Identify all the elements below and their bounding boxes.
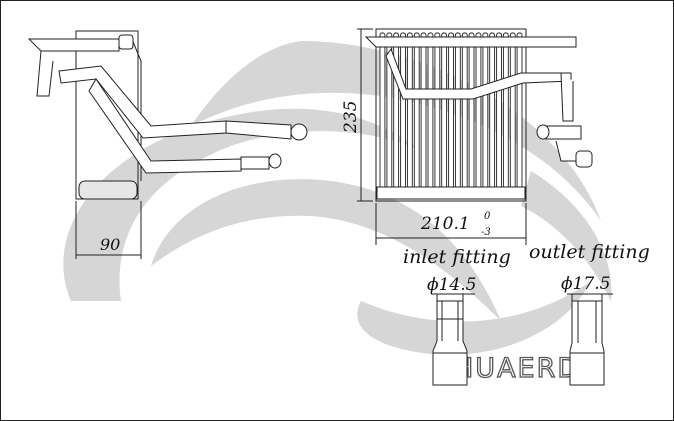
upper-fitting <box>290 123 308 141</box>
fin-tube <box>454 32 461 198</box>
fin-tube <box>489 32 496 198</box>
outlet-fitting-detail: ϕ17.5 <box>561 274 613 386</box>
inlet-tube <box>432 300 468 386</box>
fin-tube <box>468 32 475 198</box>
fin-tube <box>434 32 441 198</box>
fin-tube <box>379 32 386 198</box>
depth-dimension: 90 <box>100 235 120 254</box>
outlet-pipe-stub <box>545 125 582 140</box>
inlet-diameter: ϕ14.5 <box>427 275 476 295</box>
fin-tube <box>516 32 523 198</box>
fin-tube <box>502 32 509 198</box>
core-bottom-tank <box>376 186 526 200</box>
core-side-edge <box>130 36 142 181</box>
lower-line-end <box>240 156 270 170</box>
core-side-bottom <box>78 180 138 200</box>
fin-tube <box>441 32 448 198</box>
core-front-frame <box>375 28 527 202</box>
fitting-block <box>575 150 593 168</box>
fin-tube <box>406 32 413 198</box>
front-view: 235 210.1 0 -3 <box>341 28 593 245</box>
fin-tube <box>461 32 468 198</box>
upper-line-pipe <box>58 65 227 139</box>
fin-tube <box>427 32 434 198</box>
fin-tube <box>496 32 502 198</box>
outlet-stub-end <box>536 124 550 140</box>
fin-tube <box>413 32 420 198</box>
height-dimension: 235 <box>341 101 361 134</box>
fin-tube <box>475 32 482 198</box>
left-loop-pipe <box>36 50 54 97</box>
top-block <box>118 34 134 50</box>
lower-fitting <box>268 153 282 169</box>
fin-tube <box>509 32 516 198</box>
side-view: 90 <box>27 30 308 259</box>
width-tolerance-lower: -3 <box>481 227 491 238</box>
fin-tube <box>420 32 427 198</box>
fin-tube <box>448 32 454 198</box>
outlet-fitting-label: outlet fitting <box>529 241 650 263</box>
right-riser-pipe <box>560 72 574 122</box>
fin-tube <box>400 32 406 198</box>
core-fins <box>376 32 526 200</box>
upper-line-end <box>225 120 292 140</box>
width-tolerance-upper: 0 <box>484 211 491 222</box>
inlet-fitting-detail: ϕ14.5 <box>427 275 476 386</box>
outlet-diameter: ϕ17.5 <box>561 274 610 294</box>
top-manifold <box>364 36 577 48</box>
width-dimension: 210.1 <box>420 214 470 234</box>
lower-line-pipe <box>88 78 242 174</box>
top-pipe <box>27 38 120 52</box>
outlet-tube <box>569 300 605 386</box>
watermark-swirl <box>63 41 612 355</box>
fin-tube <box>482 32 489 198</box>
inlet-fitting-label: inlet fitting <box>403 246 511 268</box>
